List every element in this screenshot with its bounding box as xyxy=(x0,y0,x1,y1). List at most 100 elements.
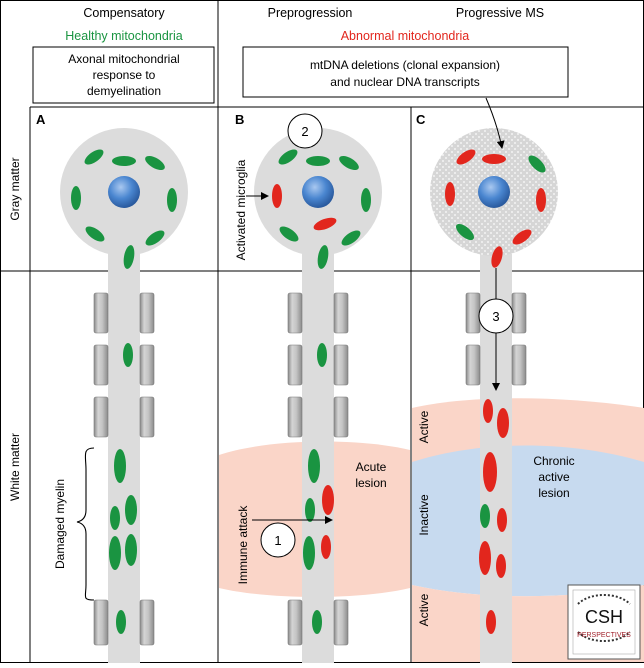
myelin-sheath xyxy=(465,292,481,334)
column-title-compensatory: Compensatory xyxy=(83,6,165,20)
chronic-active-label-1: Chronic xyxy=(533,454,574,468)
healthy-mitochondrion xyxy=(339,156,359,170)
myelin-sheath xyxy=(333,292,349,334)
active-top-label: Active xyxy=(417,410,431,443)
healthy-mitochondrion xyxy=(125,534,137,566)
abnormal-mitochondrion xyxy=(313,217,337,231)
healthy-mitochondrion xyxy=(110,506,120,530)
panel-label-a: A xyxy=(36,112,46,127)
axonal-response-line3: demyelination xyxy=(87,84,161,98)
healthy-mitochondrion xyxy=(480,504,490,528)
abnormal-mitochondrion xyxy=(486,610,496,634)
activated-microglia-label: Activated microglia xyxy=(234,159,248,260)
logo-perspectives: PERSPECTIVES xyxy=(577,632,631,639)
healthy-mitochondrion xyxy=(312,610,322,634)
healthy-mitochondrion xyxy=(167,188,177,212)
myelin-sheath xyxy=(287,292,303,334)
myelin-sheath xyxy=(139,344,155,386)
myelin-sheath xyxy=(139,396,155,438)
neuron-c: 3 Active Inactive Active Chronic active … xyxy=(417,97,575,663)
mtdna-line1: mtDNA deletions (clonal expansion) xyxy=(310,58,500,72)
abnormal-mitochondrion xyxy=(272,184,282,208)
healthy-mitochondria-label: Healthy mitochondria xyxy=(65,29,182,43)
healthy-mitochondrion xyxy=(341,230,361,246)
chronic-active-label-2: active xyxy=(538,470,570,484)
abnormal-mitochondrion xyxy=(536,188,546,212)
healthy-mitochondrion xyxy=(317,343,327,367)
myelin-sheath xyxy=(287,344,303,386)
nucleus-c xyxy=(478,176,510,208)
healthy-mitochondrion xyxy=(317,245,329,269)
healthy-mitochondrion xyxy=(305,498,315,522)
logo-csh: CSH xyxy=(585,607,623,627)
myelin-sheath xyxy=(333,396,349,438)
healthy-mitochondrion xyxy=(85,226,105,242)
myelin-sheath xyxy=(287,599,303,646)
nucleus-b xyxy=(302,176,334,208)
abnormal-mitochondrion xyxy=(482,154,506,164)
myelin-sheath xyxy=(333,599,349,646)
acute-lesion-label-1: Acute xyxy=(356,460,387,474)
active-bottom-label: Active xyxy=(417,593,431,626)
myelin-sheath xyxy=(287,396,303,438)
myelin-sheath xyxy=(93,396,109,438)
mtdna-box xyxy=(242,46,569,98)
abnormal-mitochondrion xyxy=(491,246,503,268)
healthy-mitochondrion xyxy=(114,449,126,483)
axonal-response-line2: response to xyxy=(93,68,156,82)
immune-attack-label: Immune attack xyxy=(236,505,250,585)
healthy-mitochondrion xyxy=(455,223,475,241)
inactive-zone xyxy=(412,445,644,597)
damaged-myelin-brace xyxy=(76,447,95,601)
abnormal-mitochondrion xyxy=(497,408,509,438)
healthy-mitochondrion xyxy=(308,449,320,483)
healthy-mitochondrion xyxy=(112,156,136,166)
healthy-mitochondrion xyxy=(109,536,121,570)
marker-3: 3 xyxy=(492,309,499,324)
healthy-mitochondrion xyxy=(116,610,126,634)
column-title-progressive: Progressive MS xyxy=(456,6,544,20)
abnormal-mitochondrion xyxy=(483,399,493,423)
myelin-sheath xyxy=(93,599,109,646)
marker-1-circle xyxy=(260,522,296,558)
abnormal-mitochondrion xyxy=(512,229,532,245)
healthy-mitochondrion xyxy=(528,155,546,173)
healthy-mitochondrion xyxy=(145,230,165,246)
abnormal-mitochondrion xyxy=(456,149,476,165)
abnormal-mitochondrion xyxy=(483,452,497,492)
abnormal-mitochondrion xyxy=(497,508,507,532)
myelin-sheath xyxy=(93,292,109,334)
abnormal-mitochondrion xyxy=(321,535,331,559)
header: Compensatory Preprogression Progressive … xyxy=(32,6,569,104)
mtdna-line2: and nuclear DNA transcripts xyxy=(330,75,479,89)
chronic-active-label-3: lesion xyxy=(538,486,569,500)
panel-label-b: B xyxy=(235,112,244,127)
myelin-sheath xyxy=(139,599,155,646)
acute-lesion-label-2: lesion xyxy=(355,476,386,490)
axonal-response-line1: Axonal mitochondrial xyxy=(68,52,179,66)
healthy-mitochondrion xyxy=(84,149,104,165)
csh-perspectives-logo: CSH PERSPECTIVES xyxy=(567,584,641,660)
marker-2: 2 xyxy=(301,124,308,139)
damaged-myelin-label: Damaged myelin xyxy=(53,479,67,569)
myelin-sheath xyxy=(511,292,527,334)
healthy-mitochondrion xyxy=(145,156,165,170)
axonal-response-box xyxy=(32,46,215,104)
abnormal-mitochondria-label: Abnormal mitochondria xyxy=(341,29,470,43)
myelin-sheath xyxy=(333,344,349,386)
marker-2-circle xyxy=(287,113,323,149)
myelin-sheath xyxy=(139,292,155,334)
abnormal-mitochondrion xyxy=(496,554,506,578)
marker-3-circle xyxy=(478,298,514,334)
marker-1: 1 xyxy=(274,533,281,548)
healthy-mitochondrion xyxy=(279,226,299,242)
healthy-mitochondrion xyxy=(123,343,133,367)
healthy-mitochondrion xyxy=(123,245,135,269)
myelin-sheath xyxy=(93,344,109,386)
inactive-label: Inactive xyxy=(417,494,431,536)
nucleus-a xyxy=(108,176,140,208)
myelin-sheath xyxy=(511,344,527,386)
mtdna-arrow xyxy=(485,97,505,149)
healthy-mitochondrion xyxy=(125,495,137,525)
